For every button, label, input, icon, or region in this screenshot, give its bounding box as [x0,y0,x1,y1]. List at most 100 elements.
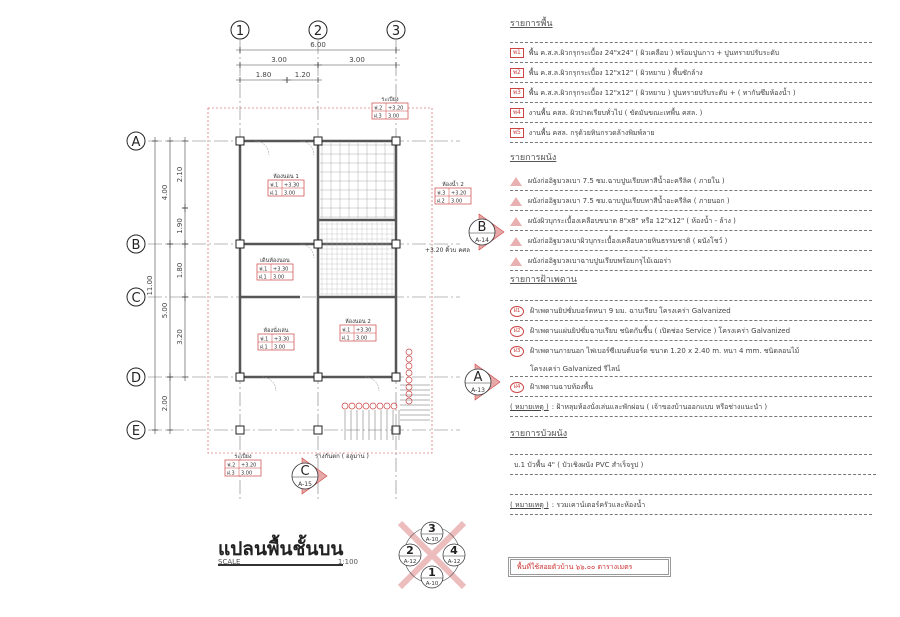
divider [510,300,872,301]
legend-item: ผนังก่ออิฐมวลเบา 7.5 ซม.ฉาบปูนเรียบทาสีน… [510,172,872,191]
room-ceiling-code: ฝ.1 [270,191,278,197]
key-plan-bubble [398,543,422,567]
grid-bubble [126,367,146,387]
room-ceiling-height: 3.00 [451,199,462,205]
section-letter: B [478,220,487,235]
room-name: เดินห้องนอน [260,257,290,264]
dimension-text: 2.00 [161,396,169,412]
room-ceiling-code: ฝ.1 [260,345,268,351]
stair-marker [348,402,356,410]
room-name: ระเบียง [234,453,252,460]
door-swing [364,376,380,392]
item-text: พื้น ค.ส.ล.ผิวกรุกระเบื้อง 12"x12" ( ผิว… [528,88,796,97]
room-floor-code: ฟ.1 [259,267,267,273]
column [313,425,323,435]
room-ceiling-code: ฝ.1 [259,275,267,281]
key-plan-sheet: A-12 [448,559,461,565]
section-letter: C [300,464,309,479]
drawing-title: แปลนพื้นชั้นบน [218,534,344,566]
section-bubble [291,462,319,490]
divider [510,454,872,455]
section-sheet: A-13 [471,387,485,394]
stair-marker [376,402,384,410]
item-text: ผนังก่ออิฐมวลเบา 7.5 ซม.ฉาบปูนเรียบทาสีน… [528,176,725,185]
key-plan-sheet: A-10 [426,581,439,587]
room-ceiling-height: 3.00 [356,336,367,342]
dimension-text: 4.00 [161,185,169,201]
item-text: ฝ้าเพดานฉาบท้องพื้น [530,382,594,391]
dimension-text: 1.80 [256,71,272,79]
stair-marker [405,383,413,391]
item-text: งานพื้น คสล. กรุด้วยหินกรวดล้างพิมพ์ลาย [528,128,655,137]
item-tag: พ3 [510,88,524,98]
note-key: ( หมายเหตุ ) [510,402,549,411]
room-name: ห้องนอน 2 [345,318,371,325]
key-plan-number: 4 [450,544,458,557]
item-text: พื้น ค.ส.ล.ผิวกรุกระเบื้อง 12"x12" ( ผิว… [528,68,703,77]
note-key: ( หมายเหตุ ) [510,500,549,509]
skirting-item: บ.1 บัวพื้น 4" ( บัวเชิงผนัง PVC สำเร็จร… [510,456,876,475]
divider [510,494,872,495]
usable-area-box: พื้นที่ใช้สอยตัวบ้าน ๖๖.๐๐ ตารางเมตร [508,557,671,577]
scale-value: 1:100 [337,558,358,566]
column [235,425,245,435]
key-plan-sheet: A-12 [404,559,417,565]
room-name: ระเบียง [381,96,399,103]
legend-item: ผนังก่ออิฐมวลเบา 7.5 ซม.ฉาบปูนเรียบทาสีน… [510,192,872,211]
door-swing [261,376,277,392]
ceiling-note: ( หมายเหตุ ) : ฝ้าหลุมห้องนั่งเล่นและพัก… [510,398,872,417]
room-floor-level: +3.20 [241,463,256,469]
item-text: ผนังก่ออิฐมวลเบาฉาบปูนเรียบพร้อมกรุไม้เฌ… [528,256,672,265]
room-ceiling-height: 3.00 [284,191,295,197]
item-tag: พ5 [510,128,524,138]
eave-annotation: +3.20 คิ้วบ คศล [425,244,470,254]
stair-marker [405,397,413,405]
item-tag: พ4 [510,108,524,118]
stair-marker [369,402,377,410]
item-tag [510,256,522,266]
stair-marker [341,402,349,410]
grid-bubble [230,20,250,40]
item-tag: ฝ3 [510,346,524,357]
stair-marker [383,402,391,410]
door-swing [254,140,270,156]
grid-bubble [126,420,146,440]
item-tag: ฝ1 [510,305,524,317]
room-floor-level: +3.30 [356,328,371,334]
dimension-text: 5.00 [161,303,169,319]
floor-list-title: รายการพื้น [510,19,553,29]
room-ceiling-height: 3.00 [241,471,252,477]
legend-item: ฝ4 ฝ้าเพดานฉาบท้องพื้น [510,378,872,397]
key-plan-bubble [420,521,444,545]
dimension-text: 3.00 [271,56,287,64]
room-floor-level: +3.20 [451,191,466,197]
room-ceiling-code: ฝ.3 [374,114,382,120]
grid-bubble [126,234,146,254]
door-swing [299,243,315,259]
gutter-annotation: รางกันตก ( อลูมาน ) [315,453,369,460]
item-text-cont: โครงเคร่า Galvanized รีไลน์ [530,365,621,373]
grid-label: B [132,238,141,253]
column [235,239,245,249]
key-plan-sheet: A-10 [426,537,439,543]
stair-marker [405,376,413,384]
column [391,239,401,249]
grid-bubble [308,20,328,40]
grid-bubble [126,287,146,307]
room-floor-code: ฟ.1 [342,328,350,334]
item-tag [510,176,522,186]
room-floor-code: ฟ.3 [437,191,445,197]
item-tag [510,196,522,206]
dimension-text: 6.00 [310,41,326,49]
item-tag: ฝ4 [510,381,524,393]
room-ceiling-height: 3.00 [273,275,284,281]
dimension-text: 1.20 [295,71,311,79]
room-floor-code: ฟ.1 [260,337,268,343]
key-plan-number: 2 [406,544,414,557]
item-text: พื้น ค.ส.ล.ผิวกรุกระเบื้อง 24"x24" ( ผิว… [528,48,780,57]
grid-label: 1 [236,24,244,39]
column [313,372,323,382]
